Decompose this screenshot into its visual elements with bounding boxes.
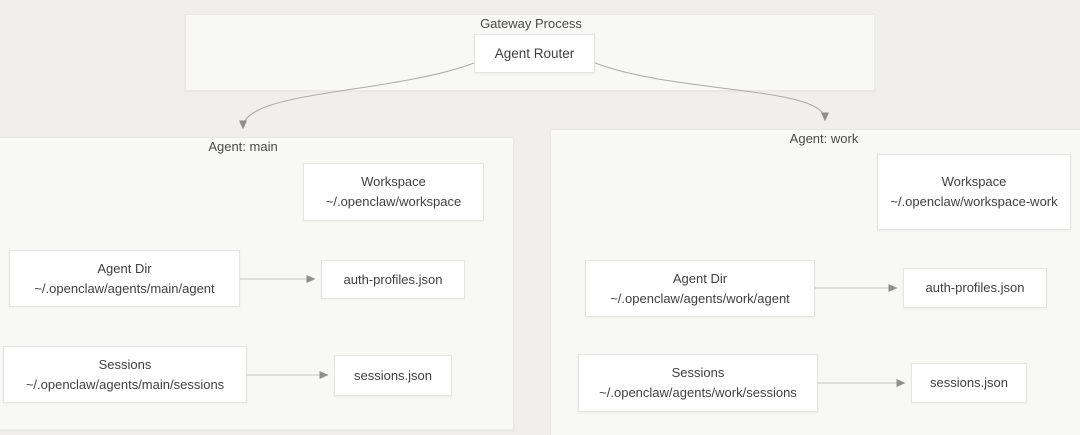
sessions-path: ~/.openclaw/agents/work/sessions bbox=[599, 385, 797, 400]
agent-dir-node-main: Agent Dir ~/.openclaw/agents/main/agent bbox=[9, 250, 240, 307]
workspace-title: Workspace bbox=[361, 174, 426, 189]
auth-profiles-label: auth-profiles.json bbox=[925, 280, 1025, 295]
auth-profiles-node-work: auth-profiles.json bbox=[903, 268, 1047, 308]
sessions-json-label: sessions.json bbox=[929, 375, 1009, 390]
agent-main-label: Agent: main bbox=[208, 139, 278, 154]
workspace-path: ~/.openclaw/workspace-work bbox=[890, 194, 1058, 209]
sessions-title: Sessions bbox=[671, 365, 725, 380]
sessions-json-node-main: sessions.json bbox=[334, 355, 452, 396]
agent-router-label: Agent Router bbox=[494, 45, 575, 61]
auth-profiles-node-main: auth-profiles.json bbox=[321, 260, 465, 299]
sessions-json-node-work: sessions.json bbox=[911, 363, 1027, 403]
sessions-title: Sessions bbox=[98, 356, 152, 372]
agent-dir-path: ~/.openclaw/agents/work/agent bbox=[610, 290, 790, 306]
workspace-node-work: Workspace ~/.openclaw/workspace-work bbox=[877, 154, 1071, 230]
workspace-node-main: Workspace ~/.openclaw/workspace bbox=[303, 163, 484, 221]
sessions-node-main: Sessions ~/.openclaw/agents/main/session… bbox=[3, 346, 247, 403]
sessions-path: ~/.openclaw/agents/main/sessions bbox=[25, 376, 225, 392]
agent-dir-path: ~/.openclaw/agents/main/agent bbox=[34, 280, 215, 296]
agent-router-node: Agent Router bbox=[474, 34, 595, 73]
router-to-main-arrow bbox=[239, 62, 475, 130]
gateway-process-label: Gateway Process bbox=[480, 16, 582, 31]
sessions-json-label: sessions.json bbox=[353, 367, 433, 383]
auth-profiles-label: auth-profiles.json bbox=[343, 271, 443, 287]
sessions-node-work: Sessions ~/.openclaw/agents/work/session… bbox=[578, 354, 818, 412]
workspace-path: ~/.openclaw/workspace bbox=[325, 194, 462, 209]
agent-dir-node-work: Agent Dir ~/.openclaw/agents/work/agent bbox=[585, 260, 815, 317]
workspace-title: Workspace bbox=[941, 174, 1007, 189]
router-to-work-arrow bbox=[594, 62, 829, 122]
agent-work-label: Agent: work bbox=[789, 131, 859, 146]
agent-dir-title: Agent Dir bbox=[672, 270, 728, 286]
agent-dir-title: Agent Dir bbox=[97, 260, 152, 276]
